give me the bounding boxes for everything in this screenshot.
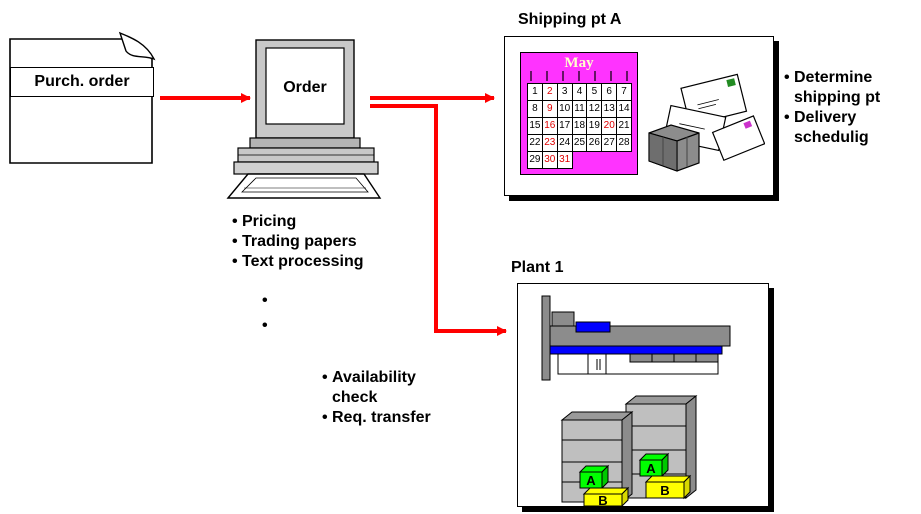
- list-item: •Trading papers: [232, 233, 357, 250]
- calendar-day-cell: 14: [616, 100, 632, 118]
- calendar-day-cell: 15: [527, 117, 543, 135]
- order-screen-label: Order: [283, 79, 327, 96]
- calendar-day-cell: 9: [541, 100, 558, 118]
- list-item: •Availability: [322, 369, 416, 386]
- ellipsis-mark-2: •: [262, 317, 268, 334]
- shipping-point-title: Shipping pt A: [518, 11, 622, 28]
- calendar-day-cell: 29: [527, 151, 543, 169]
- order-computer: Order: [218, 38, 384, 204]
- calendar-day-cell: 25: [571, 134, 588, 152]
- calendar-day-cell: 6: [601, 83, 618, 101]
- calendar-day-cell: 28: [616, 134, 632, 152]
- calendar-day-cell: 7: [616, 83, 632, 101]
- calendar-day-cell: 8: [527, 100, 543, 118]
- calendar-day-cell: 23: [541, 134, 558, 152]
- calendar-day-cell: 31: [556, 151, 573, 169]
- plant-panel: A A B B: [517, 283, 769, 508]
- calendar-day-cell: 17: [556, 117, 573, 135]
- computer-icon: [226, 39, 382, 199]
- document-icon: [9, 31, 156, 164]
- list-item: shipping pt: [794, 89, 881, 106]
- calendar-day-cell: 3: [556, 83, 573, 101]
- calendar-day-cell: 19: [586, 117, 603, 135]
- calendar-day-cell: 18: [571, 117, 588, 135]
- shipping-functions-list: •Determine shipping pt •Delivery schedul…: [784, 68, 880, 148]
- purchase-order-document: Purch. order: [6, 29, 160, 168]
- box-label-b-back: B: [660, 483, 669, 498]
- plant-title: Plant 1: [511, 259, 564, 276]
- po-label: Purch. order: [34, 73, 130, 90]
- calendar-month: May: [564, 55, 594, 71]
- calendar-day-cell: 21: [616, 117, 632, 135]
- calendar-day-cell: 4: [571, 83, 588, 101]
- calendar-day-cell: 30: [541, 151, 558, 169]
- calendar-day-cell: 24: [556, 134, 573, 152]
- calendar-day-cell: 22: [527, 134, 543, 152]
- arrow-order-to-plant: [370, 104, 507, 336]
- list-item: check: [332, 389, 378, 406]
- calendar-day-cell: 13: [601, 100, 618, 118]
- calendar-day-cell: 26: [586, 134, 603, 152]
- box-label-a-back: A: [646, 461, 656, 476]
- calendar-day-cell: 12: [586, 100, 603, 118]
- calendar-day-cell: 16: [541, 117, 558, 135]
- calendar-day-cell: 10: [556, 100, 573, 118]
- box-label-a-front: A: [586, 473, 596, 488]
- box-label-b-front: B: [598, 493, 607, 506]
- list-item: •Text processing: [232, 253, 364, 270]
- calendar-day-cell: 20: [601, 117, 618, 135]
- list-item: •Req. transfer: [322, 409, 431, 426]
- calendar-day-cell: 2: [541, 83, 558, 101]
- plant-icon: A A B B: [541, 295, 731, 508]
- po-label-box: Purch. order: [10, 67, 154, 97]
- mail-package-icon: [648, 73, 765, 172]
- list-item: •Pricing: [232, 213, 297, 230]
- ellipsis-mark-1: •: [262, 292, 268, 309]
- order-functions-list: •Pricing •Trading papers •Text processin…: [232, 212, 364, 272]
- calendar-day-cell: 27: [601, 134, 618, 152]
- calendar-rings: [530, 71, 628, 81]
- calendar-day-cell: 11: [571, 100, 588, 118]
- transfer-functions-list: •Availability check •Req. transfer: [322, 368, 431, 428]
- list-item: •Delivery: [784, 109, 857, 126]
- list-item: •Determine: [784, 69, 873, 86]
- calendar-day-cell: 1: [527, 83, 543, 101]
- calendar-day-cell: 5: [586, 83, 603, 101]
- list-item: schedulig: [794, 129, 869, 146]
